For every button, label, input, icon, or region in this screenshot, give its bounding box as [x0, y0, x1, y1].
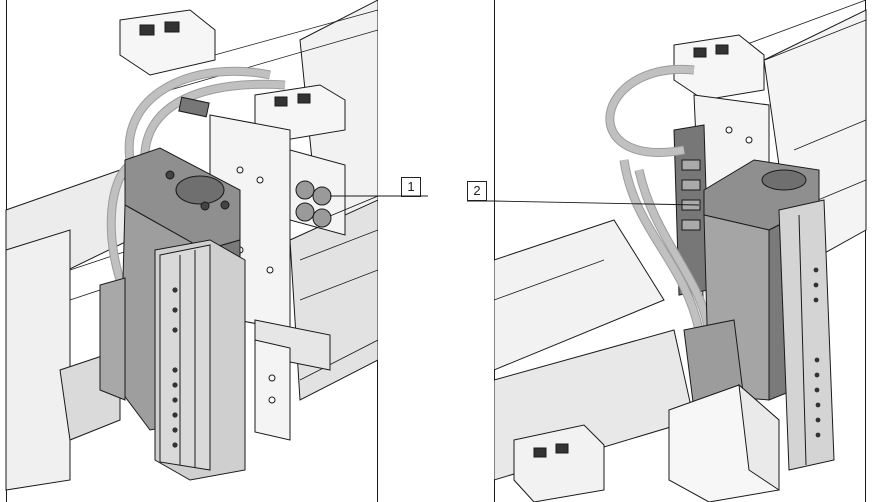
cover-box [668, 383, 780, 502]
front-rail-beam [494, 219, 665, 371]
left-assembly-drawing [5, 0, 378, 491]
right-view-panel [494, 0, 872, 502]
callout-label-1: 1 [401, 177, 421, 197]
left-view-panel [0, 0, 378, 502]
top-gripper-block-right [673, 34, 765, 101]
callout-1-leader [329, 195, 378, 217]
cable-bundle [106, 66, 286, 282]
left-housing [5, 229, 71, 491]
right-view-frame [494, 0, 866, 502]
guide-holes-right [813, 267, 821, 438]
cable-bundle-right [605, 64, 714, 336]
linear-guide-unit [154, 239, 246, 481]
callout-label-2: 2 [467, 181, 487, 201]
guide-holes [172, 287, 178, 448]
linear-guide-right [778, 199, 835, 471]
bottom-gripper-block [513, 424, 605, 502]
top-gripper-block [119, 9, 346, 141]
callout-2-leader [494, 200, 700, 206]
right-assembly-drawing [494, 0, 867, 502]
